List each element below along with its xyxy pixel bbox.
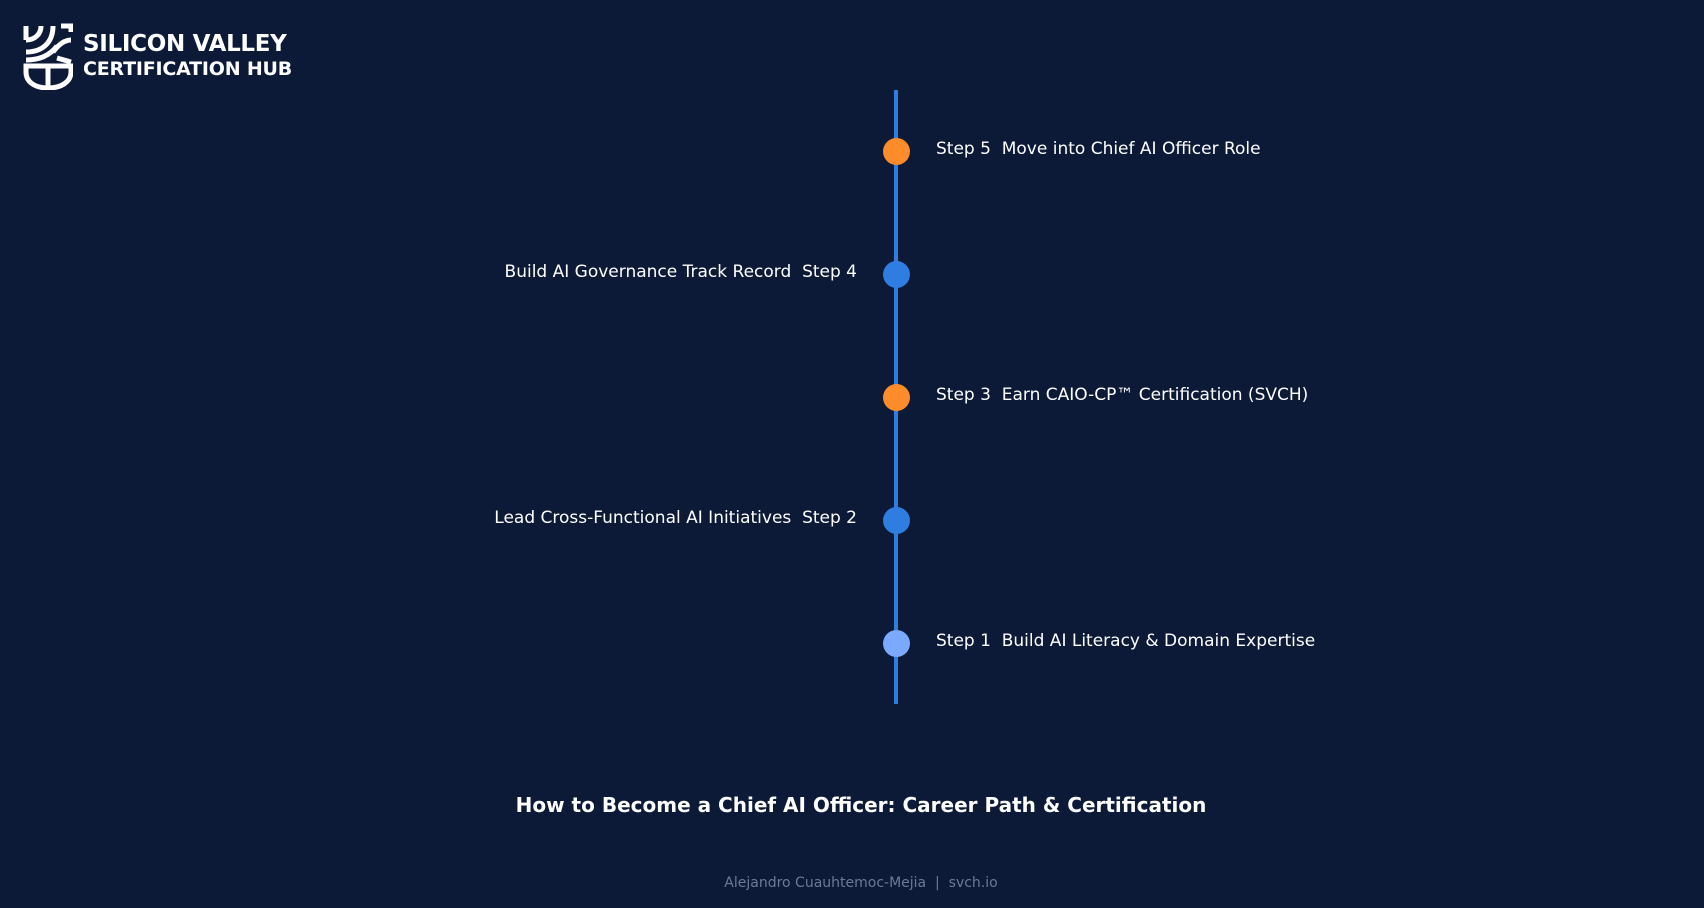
brand-logo: SILICON VALLEY CERTIFICATION HUB bbox=[23, 22, 292, 90]
diagram-title: How to Become a Chief AI Officer: Career… bbox=[515, 793, 1207, 817]
footer-credit: Alejandro Cuauhtemoc-Mejia | svch.io bbox=[724, 875, 998, 891]
shield-logo-icon bbox=[23, 23, 73, 90]
timeline-dot-2 bbox=[883, 260, 910, 288]
timeline-dot-3 bbox=[883, 383, 910, 411]
timeline-dot-1 bbox=[883, 137, 910, 165]
timeline-step-label-3: Step 3 Earn CAIO-CP™ Certification (SVCH… bbox=[936, 385, 1309, 405]
timeline-step-label-1: Step 5 Move into Chief AI Officer Role bbox=[936, 139, 1261, 159]
brand-wordmark: SILICON VALLEY CERTIFICATION HUB bbox=[83, 33, 292, 79]
timeline-dot-5 bbox=[883, 629, 910, 657]
timeline-step-label-5: Step 1 Build AI Literacy & Domain Expert… bbox=[936, 631, 1316, 651]
timeline-dot-4 bbox=[883, 506, 910, 534]
timeline-step-label-2: Build AI Governance Track Record Step 4 bbox=[504, 262, 857, 282]
timeline-step-label-4: Lead Cross-Functional AI Initiatives Ste… bbox=[494, 508, 857, 528]
brand-line-2: CERTIFICATION HUB bbox=[83, 58, 293, 80]
brand-line-1: SILICON VALLEY bbox=[83, 31, 287, 57]
